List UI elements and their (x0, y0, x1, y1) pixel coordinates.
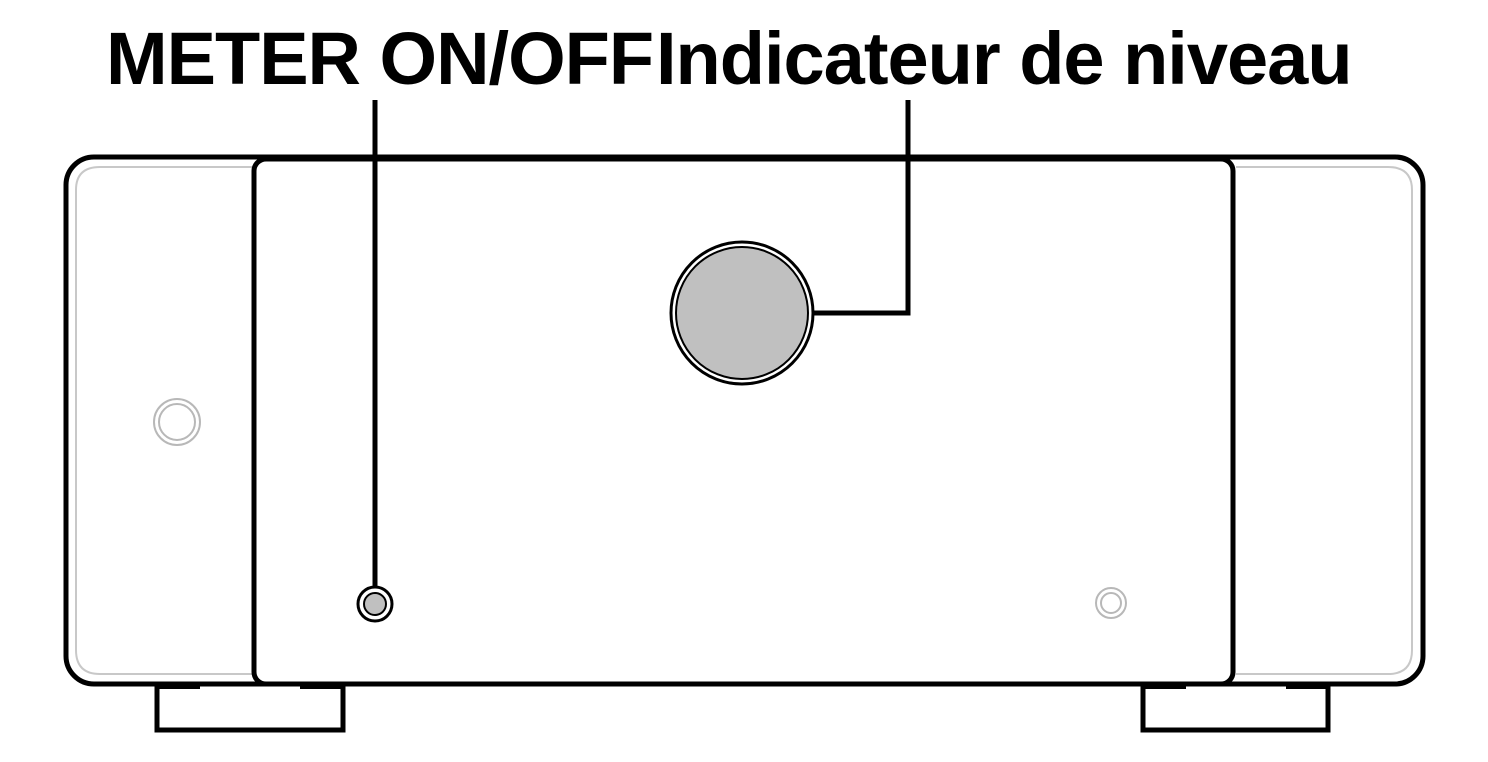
level-indicator-icon (669, 240, 815, 386)
front-panel (251, 156, 1236, 687)
left-side-trim (75, 166, 252, 675)
right-side-trim (1236, 166, 1413, 675)
left-foot (154, 682, 346, 733)
meter-on-off-button-icon (356, 585, 394, 623)
right-foot (1140, 682, 1331, 733)
level-indicator-label: Indicateur de niveau (656, 17, 1353, 100)
right-knob-icon (1095, 587, 1127, 619)
level-leader-line (814, 100, 911, 316)
left-knob-icon (153, 398, 201, 446)
meter-on-off-label: METER ON/OFF (106, 17, 654, 100)
